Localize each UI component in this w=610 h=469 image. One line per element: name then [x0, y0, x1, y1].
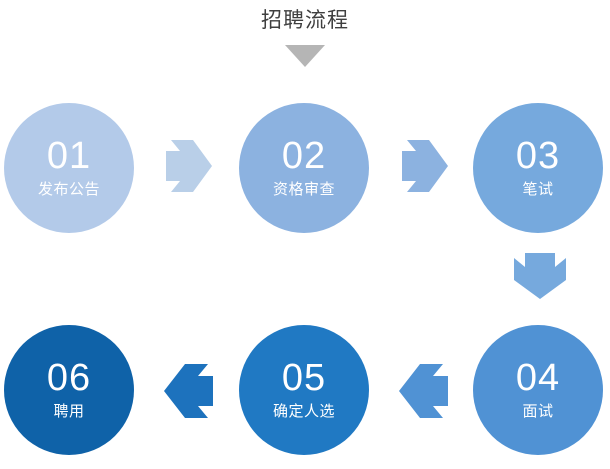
process-node-03[interactable]: 03 笔试 — [473, 103, 603, 233]
process-node-01[interactable]: 01 发布公告 — [4, 103, 134, 233]
diagram-title-block: 招聘流程 — [0, 6, 610, 67]
node-label: 资格审查 — [272, 181, 335, 198]
process-node-05[interactable]: 05 确定人选 — [239, 325, 369, 455]
process-node-06[interactable]: 06 聘用 — [4, 325, 134, 455]
node-label: 笔试 — [522, 181, 554, 198]
node-label: 聘用 — [53, 403, 85, 420]
node-number: 01 — [46, 135, 92, 177]
node-number: 05 — [281, 357, 327, 399]
node-label: 发布公告 — [37, 181, 100, 198]
arrow-right-icon-02-03 — [402, 140, 450, 192]
triangle-down-icon — [285, 45, 325, 67]
node-number: 06 — [46, 357, 92, 399]
process-node-02[interactable]: 02 资格审查 — [239, 103, 369, 233]
node-label: 面试 — [522, 403, 554, 420]
node-number: 02 — [281, 135, 327, 177]
node-label: 确定人选 — [272, 403, 335, 420]
arrow-right-icon-01-02 — [166, 140, 214, 192]
node-number: 04 — [515, 357, 561, 399]
arrow-left-icon-04-05 — [398, 364, 448, 418]
process-node-04[interactable]: 04 面试 — [473, 325, 603, 455]
arrow-down-icon-03-04 — [514, 253, 566, 301]
page-title: 招聘流程 — [261, 9, 349, 32]
node-number: 03 — [515, 135, 561, 177]
arrow-left-icon-05-06 — [163, 364, 213, 418]
